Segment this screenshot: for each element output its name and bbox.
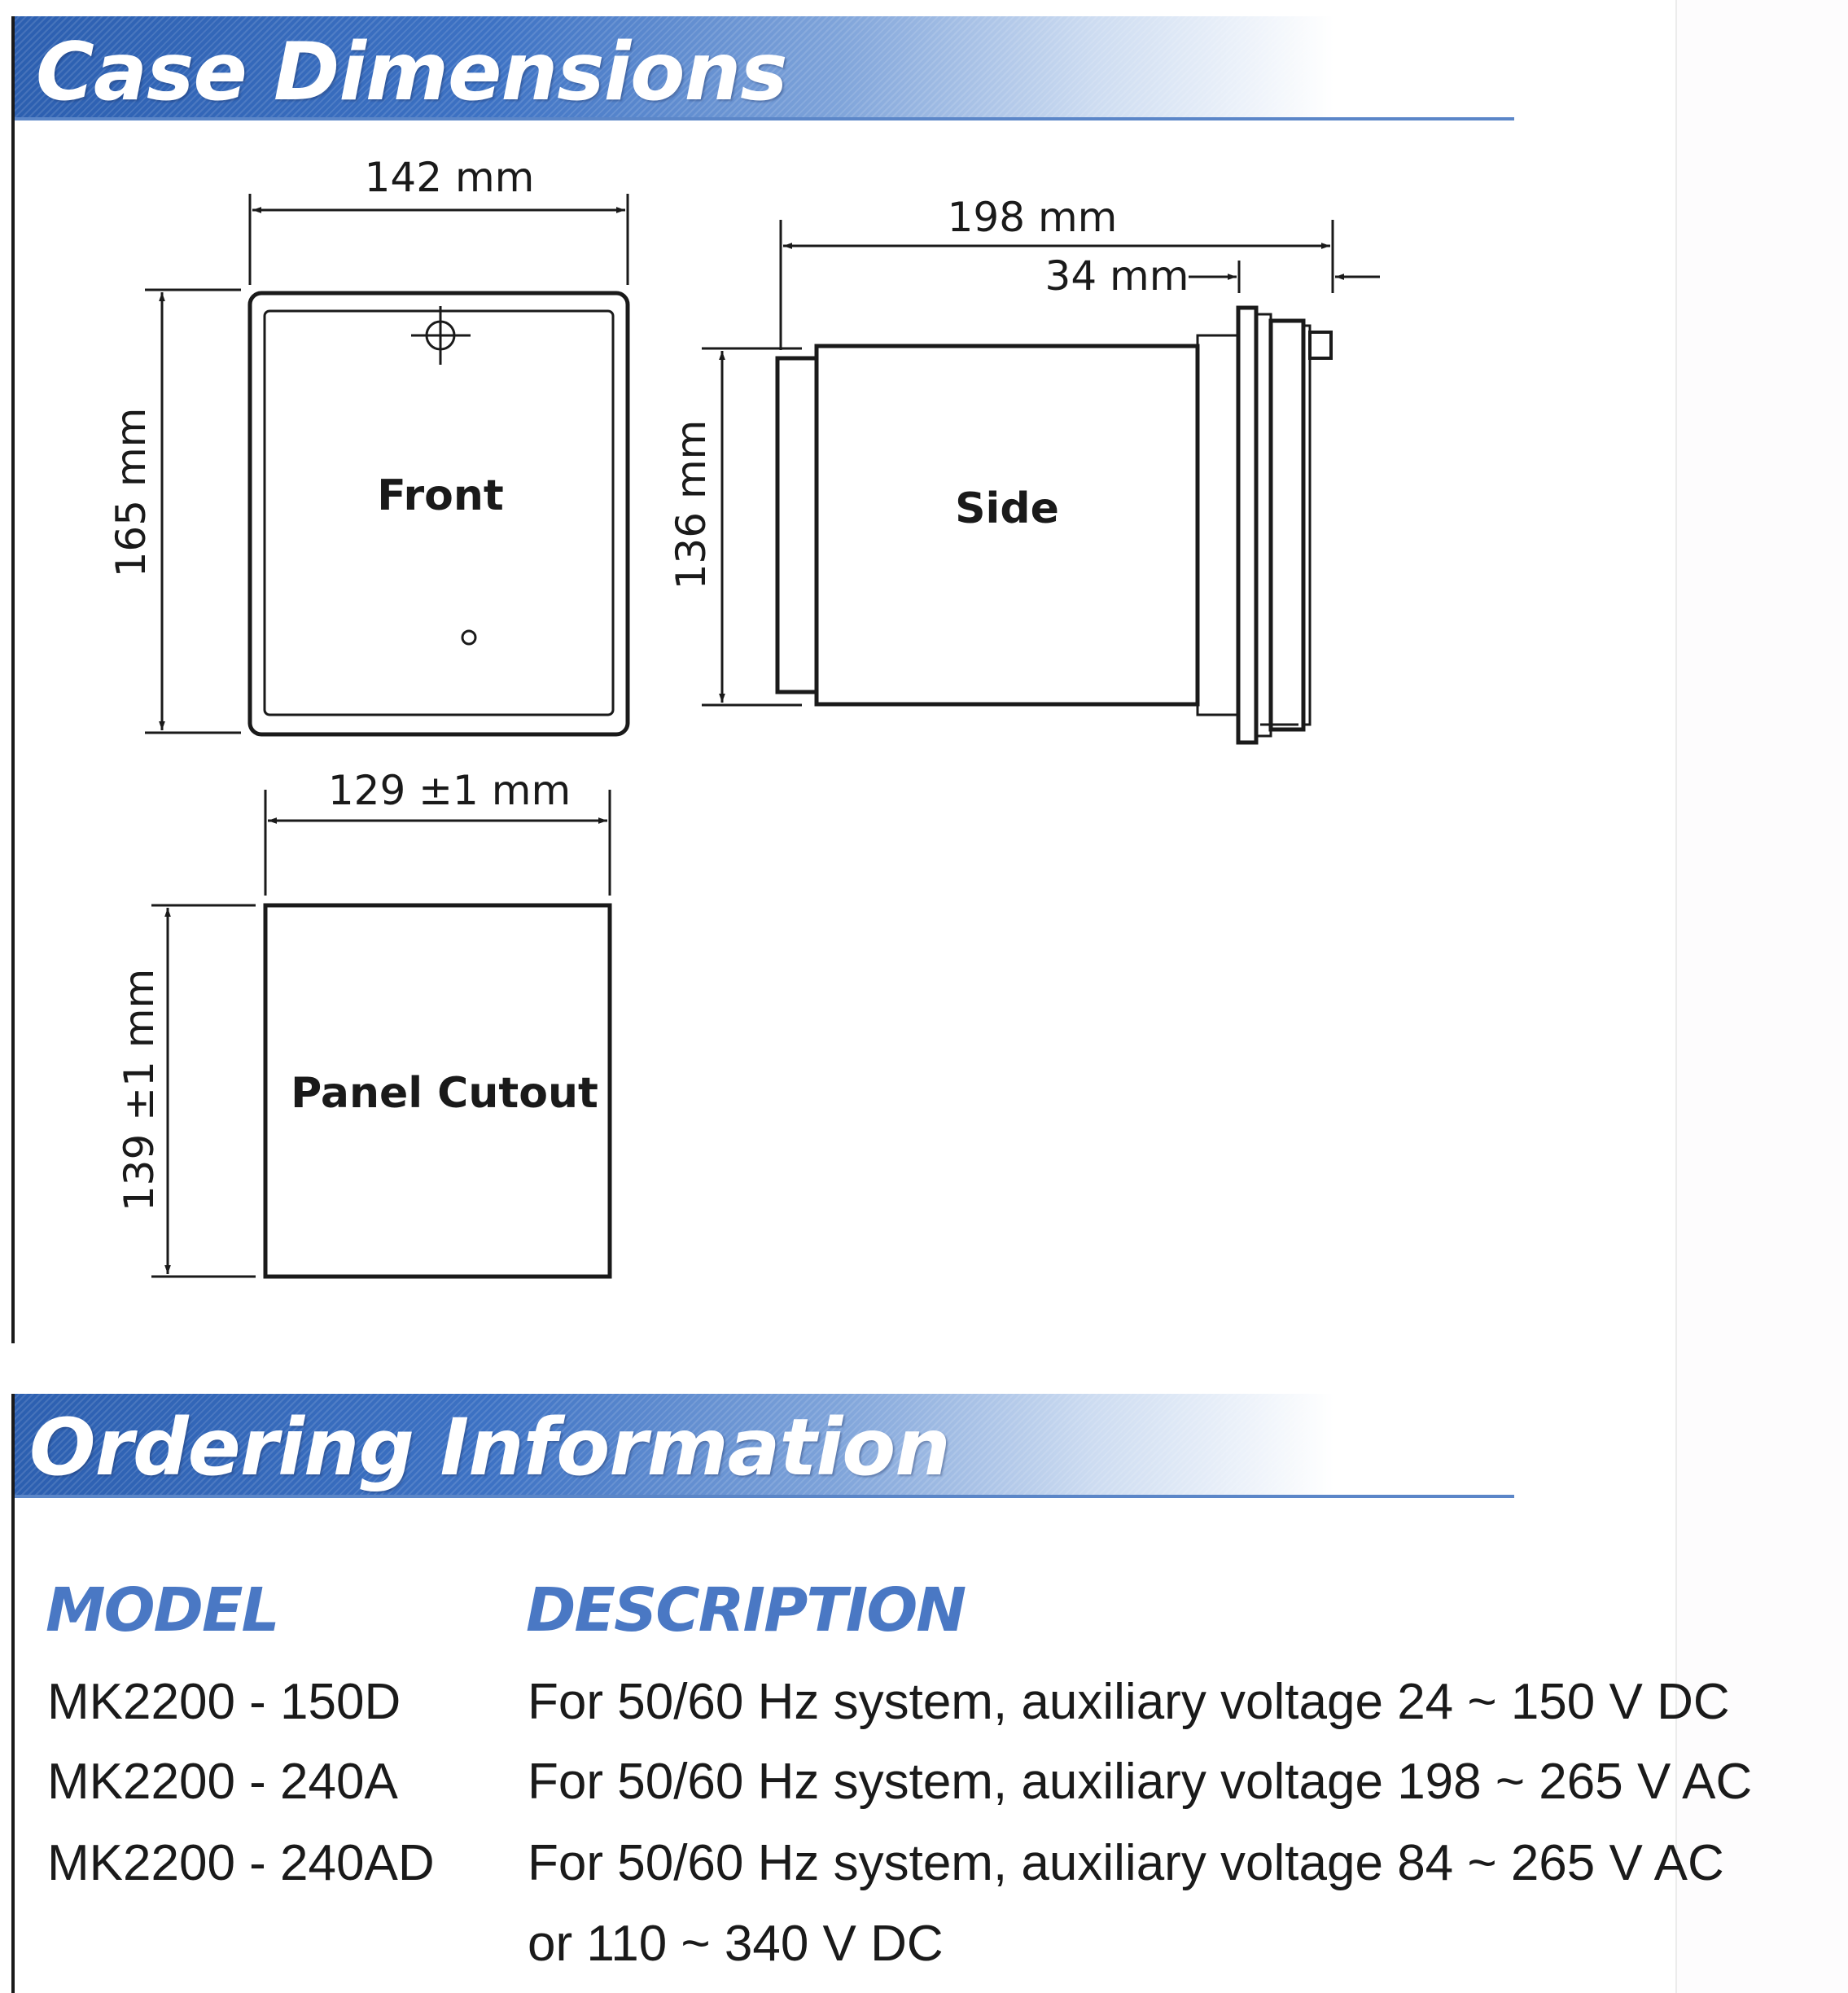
ordering-info-banner: Ordering Information — [11, 1394, 1514, 1498]
panel-cutout-view — [263, 903, 612, 1279]
section-rule — [11, 16, 15, 1343]
case-dimensions-title: Case Dimensions — [36, 26, 788, 119]
section-rule — [11, 1394, 15, 1993]
model-cell: MK2200 - 150D — [47, 1674, 401, 1730]
description-cell: For 50/60 Hz system, auxiliary voltage 8… — [528, 1834, 1724, 1899]
description-column-header: DESCRIPTION — [526, 1575, 966, 1645]
description-cell: For 50/60 Hz system, auxiliary voltage 2… — [528, 1673, 1730, 1738]
description-text: For 50/60 Hz system, auxiliary voltage 2… — [528, 1674, 1730, 1730]
side-view — [775, 305, 1333, 745]
side-depth-label: 198 mm — [948, 194, 1118, 241]
front-view — [247, 291, 630, 737]
front-height-label: 165 mm — [107, 408, 155, 578]
cutout-label: Panel Cutout — [291, 1069, 598, 1118]
page-margin — [1675, 0, 1848, 1993]
side-flange-label: 34 mm — [1045, 252, 1189, 300]
side-label: Side — [955, 484, 1059, 533]
front-label: Front — [377, 471, 503, 520]
cutout-width-label: 129 ±1 mm — [328, 767, 571, 814]
ordering-info-title: Ordering Information — [29, 1402, 951, 1493]
case-dimensions-banner: Case Dimensions — [11, 16, 1514, 120]
case-dimension-drawing: 142 mm 165 mm Front 198 mm 34 mm 136 mm … — [107, 154, 1380, 1279]
description-text: For 50/60 Hz system, auxiliary voltage 8… — [528, 1835, 1724, 1891]
description-continuation: or 110 ~ 340 V DC — [528, 1916, 944, 1972]
cutout-height-label: 139 ±1 mm — [116, 969, 163, 1211]
description-cell: For 50/60 Hz system, auxiliary voltage 1… — [528, 1753, 1752, 1818]
side-height-label: 136 mm — [668, 420, 715, 590]
front-width-label: 142 mm — [365, 154, 535, 201]
description-text: For 50/60 Hz system, auxiliary voltage 1… — [528, 1754, 1753, 1810]
model-column-header: MODEL — [46, 1575, 280, 1645]
model-cell: MK2200 - 240A — [47, 1754, 398, 1810]
model-cell: MK2200 - 240AD — [47, 1835, 435, 1891]
